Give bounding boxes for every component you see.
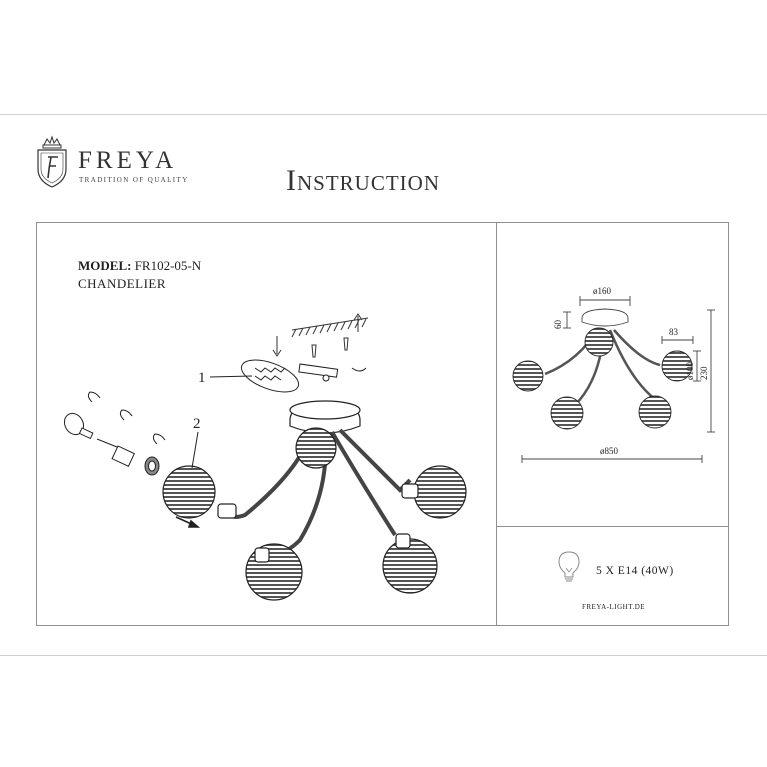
panel-divider-vertical: [496, 222, 497, 626]
model-value: FR102-05-N: [134, 258, 202, 273]
mounting-screws: [272, 313, 363, 358]
dim-canopy-height: 60: [553, 320, 563, 330]
model-line: MODEL: FR102-05-N: [78, 258, 201, 274]
ceiling-hatch: [291, 317, 369, 338]
website: FREYA-LIGHT.DE: [582, 603, 646, 611]
brand-tagline: TRADITION OF QUALITY: [79, 176, 189, 184]
dim-canopy-diameter: ø160: [593, 286, 612, 296]
dim-total-diameter: ø850: [600, 446, 619, 456]
panel-divider-horizontal: [496, 526, 729, 527]
dim-shade-offset: 83: [669, 327, 679, 337]
callout-1-leader: [209, 375, 253, 378]
light-bulb-icon: [558, 551, 580, 582]
document-title: Instruction: [286, 164, 440, 197]
callout-1: 1: [198, 370, 206, 386]
dim-total-height: 230: [699, 366, 709, 380]
lamp-spec: 5 X E14 (40W): [596, 565, 674, 577]
crowned-shield-icon: [37, 135, 67, 188]
dimension-drawing: [512, 296, 715, 463]
model-label: MODEL:: [78, 258, 132, 273]
product-type: CHANDELIER: [78, 276, 167, 291]
lamp-shades: [162, 427, 467, 601]
callout-2-leader: [191, 431, 199, 469]
direction-arrow: [175, 516, 201, 528]
dim-shade-diameter: ø100: [685, 362, 695, 381]
instruction-sheet: [0, 114, 767, 656]
brand-name: FREYA: [78, 147, 178, 174]
diagram-frame: [36, 222, 729, 626]
mounting-plate: [240, 359, 367, 393]
canopy: [289, 400, 361, 434]
exploded-parts: [63, 391, 166, 476]
callout-2: 2: [193, 416, 201, 432]
